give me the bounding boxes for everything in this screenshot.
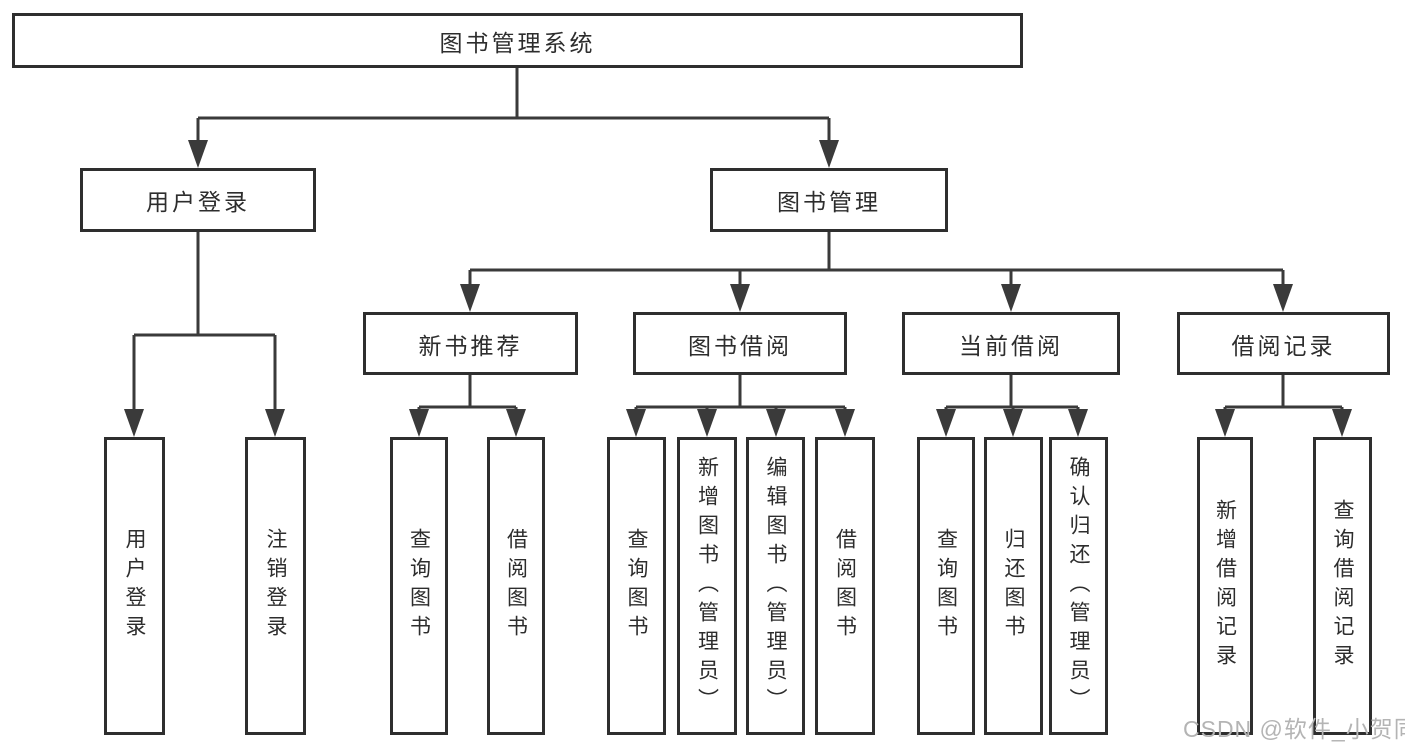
node-label: 借阅记录 bbox=[1231, 332, 1336, 359]
connector-borrow-records bbox=[1223, 375, 1344, 412]
arrow-down-icon bbox=[1003, 409, 1023, 437]
node-book-borrowing: 图书借阅 bbox=[633, 312, 847, 375]
node-label: 查询图书 bbox=[934, 528, 958, 644]
connector-book-management bbox=[468, 232, 1285, 286]
node-label: 新书推荐 bbox=[418, 332, 523, 359]
node-add-book-admin: 新增图书（管理员） bbox=[677, 437, 737, 735]
node-label: 借阅图书 bbox=[833, 528, 857, 644]
node-label: 查询借阅记录 bbox=[1331, 499, 1354, 673]
node-label: 用户登录 bbox=[123, 528, 146, 644]
connector-book-borrow bbox=[634, 375, 847, 412]
node-library-system: 图书管理系统 bbox=[12, 13, 1023, 68]
arrow-down-icon bbox=[1068, 409, 1088, 437]
node-label: 归还图书 bbox=[1002, 528, 1025, 644]
node-add-borrow-record: 新增借阅记录 bbox=[1197, 437, 1253, 735]
node-borrow-books-2: 借阅图书 bbox=[815, 437, 875, 735]
arrow-down-icon bbox=[409, 409, 429, 437]
node-label: 图书管理系统 bbox=[439, 29, 596, 56]
node-search-borrow-record: 查询借阅记录 bbox=[1313, 437, 1372, 735]
node-label: 注销登录 bbox=[264, 528, 287, 644]
arrow-down-icon bbox=[188, 140, 208, 168]
node-new-book-recommendation: 新书推荐 bbox=[363, 312, 578, 375]
arrow-down-icon bbox=[265, 409, 285, 437]
connector-new-book bbox=[417, 375, 518, 412]
node-label: 新增借阅记录 bbox=[1213, 499, 1237, 673]
node-user-login: 用户登录 bbox=[80, 168, 316, 232]
node-user-login-leaf: 用户登录 bbox=[104, 437, 165, 735]
connector-root bbox=[196, 68, 831, 142]
node-current-borrowing: 当前借阅 bbox=[902, 312, 1120, 375]
arrow-down-icon bbox=[506, 409, 526, 437]
node-return-books: 归还图书 bbox=[984, 437, 1043, 735]
csdn-watermark: CSDN @软件_小贺同学 bbox=[1183, 716, 1405, 742]
arrow-down-icon bbox=[1001, 284, 1021, 312]
node-borrow-records: 借阅记录 bbox=[1177, 312, 1390, 375]
arrow-down-icon bbox=[730, 284, 750, 312]
arrow-down-icon bbox=[936, 409, 956, 437]
node-logout: 注销登录 bbox=[245, 437, 306, 735]
node-search-books: 查询图书 bbox=[390, 437, 448, 735]
node-confirm-return-admin: 确认归还（管理员） bbox=[1049, 437, 1108, 735]
node-label: 图书借阅 bbox=[688, 332, 792, 359]
node-label: 查询图书 bbox=[407, 528, 431, 644]
node-borrow-books: 借阅图书 bbox=[487, 437, 545, 735]
arrow-down-icon bbox=[124, 409, 144, 437]
arrow-down-icon bbox=[766, 409, 786, 437]
connector-user-login bbox=[132, 232, 277, 412]
arrow-down-icon bbox=[460, 284, 480, 312]
node-book-management: 图书管理 bbox=[710, 168, 948, 232]
arrow-down-icon bbox=[1273, 284, 1293, 312]
arrow-down-icon bbox=[1215, 409, 1235, 437]
arrow-down-icon bbox=[626, 409, 646, 437]
connector-current-borrow bbox=[944, 375, 1080, 412]
node-label: 确认归还（管理员） bbox=[1067, 455, 1090, 717]
arrow-down-icon bbox=[835, 409, 855, 437]
node-label: 用户登录 bbox=[146, 189, 250, 215]
arrow-down-icon bbox=[819, 140, 839, 168]
node-label: 借阅图书 bbox=[504, 528, 528, 644]
node-edit-book-admin: 编辑图书（管理员） bbox=[746, 437, 805, 735]
node-label: 新增图书（管理员） bbox=[695, 455, 719, 717]
node-label: 编辑图书（管理员） bbox=[764, 455, 787, 717]
node-search-books-3: 查询图书 bbox=[917, 437, 975, 735]
node-label: 查询图书 bbox=[625, 528, 648, 644]
arrow-down-icon bbox=[697, 409, 717, 437]
node-label: 当前借阅 bbox=[959, 332, 1063, 359]
node-search-books-2: 查询图书 bbox=[607, 437, 666, 735]
arrow-down-icon bbox=[1332, 409, 1352, 437]
node-label: 图书管理 bbox=[777, 189, 881, 215]
